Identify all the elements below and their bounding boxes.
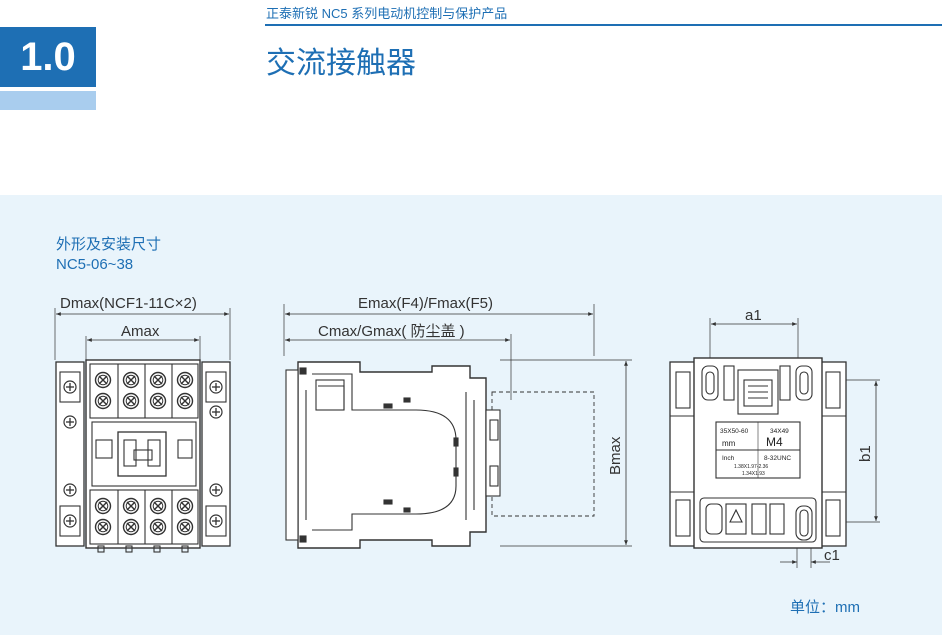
dim-label-bmax: Bmax <box>607 436 624 475</box>
svg-text:1.38X1.97-2.36: 1.38X1.97-2.36 <box>734 464 768 470</box>
model-range: NC5-06~38 <box>56 256 134 273</box>
svg-text:M4: M4 <box>766 435 783 449</box>
dim-label-dmax: Dmax(NCF1-11C×2) <box>60 295 197 312</box>
back-view-drawing <box>669 318 880 568</box>
nameplate-text: 35X50-60 34X49 mm M4 Inch 8-32UNC 1.38X1… <box>720 428 791 477</box>
dim-label-b1: b1 <box>857 445 874 462</box>
svg-text:1.34X1.93: 1.34X1.93 <box>742 471 765 477</box>
section-number-badge: 1.0 <box>0 27 96 87</box>
svg-text:mm: mm <box>722 439 736 448</box>
page-title: 交流接触器 <box>266 47 416 80</box>
header-rule <box>265 24 942 26</box>
dim-label-amax: Amax <box>121 323 160 340</box>
dim-label-cmax: Cmax/Gmax( 防尘盖 ) <box>318 323 465 340</box>
front-view-drawing <box>54 308 231 553</box>
svg-text:34X49: 34X49 <box>770 428 789 435</box>
svg-text:Inch: Inch <box>722 455 735 462</box>
side-view-drawing <box>283 304 632 549</box>
section-badge-strip <box>0 91 96 110</box>
svg-text:35X50-60: 35X50-60 <box>720 428 749 435</box>
product-line-header: 正泰新锐 NC5 系列电动机控制与保护产品 <box>266 6 508 21</box>
svg-text:8-32UNC: 8-32UNC <box>764 455 791 462</box>
dimensions-heading: 外形及安装尺寸 <box>56 236 162 253</box>
unit-note: 单位：mm <box>790 599 860 616</box>
dim-label-a1: a1 <box>745 307 762 324</box>
dim-label-emax: Emax(F4)/Fmax(F5) <box>358 295 493 312</box>
dim-label-c1: c1 <box>824 547 840 564</box>
